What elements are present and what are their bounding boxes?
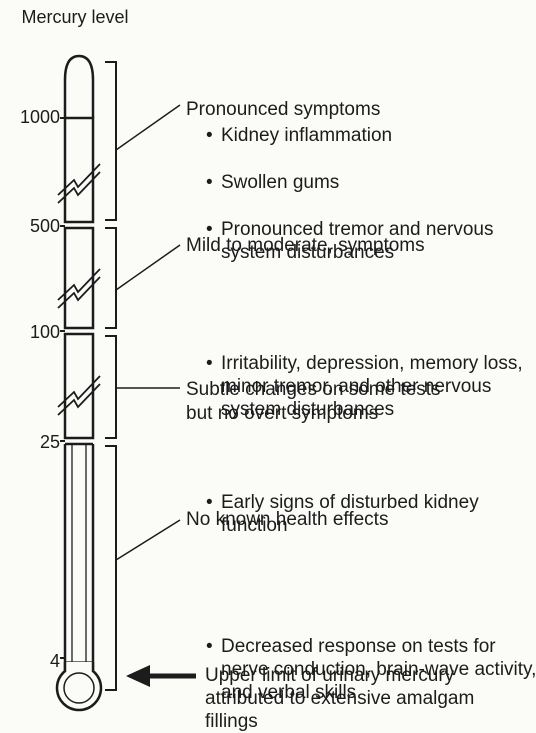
- level-label-25: 25: [0, 432, 60, 452]
- segment-100-25: [65, 334, 93, 438]
- range-brackets: [105, 62, 116, 690]
- thermometer-cap: [65, 56, 93, 118]
- level-label-500: 500: [0, 216, 60, 236]
- arrow-note: Upper limit of urinary mercury attribute…: [205, 664, 505, 733]
- none-heading: No known health effects: [186, 508, 388, 531]
- diagram-title: Mercury level: [20, 6, 130, 28]
- subtle-heading-line1: Subtle changes on some tests: [186, 378, 441, 401]
- level-label-4: 4: [0, 651, 60, 671]
- arrow-icon: [126, 665, 196, 687]
- pronounced-item: Swollen gums: [205, 171, 536, 194]
- pronounced-heading: Pronounced symptoms: [186, 98, 380, 121]
- level-label-1000: 1000: [0, 107, 60, 127]
- pronounced-item: Kidney inflammation: [205, 124, 536, 147]
- mercury-level-diagram: Mercury level 1000 500 100 25 4 Pronounc…: [0, 0, 536, 717]
- segment-1000-500: [65, 118, 93, 222]
- level-label-100: 100: [0, 322, 60, 342]
- leader-lines: [116, 105, 180, 560]
- mild-heading: Mild to moderate, symptoms: [186, 234, 425, 257]
- subtle-heading-line2: but no overt symptoms: [186, 402, 378, 425]
- lower-tube: [65, 444, 93, 670]
- segment-500-100: [65, 228, 93, 328]
